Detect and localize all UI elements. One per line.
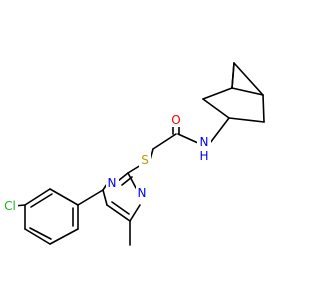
sulfur-label: S (141, 153, 149, 167)
bond (233, 62, 264, 96)
bond (127, 164, 142, 174)
bond (30, 193, 53, 208)
sulfur-atom: S (139, 153, 151, 168)
oxygen-label: O (171, 113, 180, 127)
nitrogen-atom: N H (197, 135, 211, 164)
bond (117, 172, 129, 182)
oxygen-atom: O (169, 112, 182, 127)
bond (127, 172, 137, 189)
norbornyl-group (202, 62, 265, 123)
bond (77, 189, 104, 206)
pyrimidine-ring (102, 172, 141, 246)
chlorophenyl-ring (13, 188, 104, 245)
bond (209, 117, 230, 144)
bond (231, 62, 235, 89)
bond (106, 204, 131, 222)
bond (49, 228, 79, 245)
ring-nitrogen-label: N (108, 176, 117, 190)
amide-nitrogen-label: N (200, 135, 209, 149)
bond (49, 188, 79, 206)
bond (129, 204, 141, 222)
amide-linker (127, 117, 230, 174)
amide-hydrogen-label: H (199, 149, 208, 163)
chlorine-label: Cl (4, 199, 16, 213)
bond (29, 227, 52, 240)
bond (152, 133, 177, 150)
bond (262, 94, 265, 123)
ring-nitrogen-a-atom: N (106, 176, 119, 191)
bond (102, 189, 108, 206)
ring-nitrogen-label: N (138, 186, 147, 200)
chlorine-atom: Cl (2, 198, 18, 213)
bond (111, 201, 130, 215)
bond (24, 228, 51, 245)
bond (202, 98, 230, 119)
atom-labels: O N H S N N Cl (2, 112, 211, 213)
structure-diagram: O N H S N N Cl (2, 62, 265, 246)
bond (202, 87, 233, 100)
bond (177, 133, 199, 144)
ring-nitrogen-b-atom: N (136, 186, 149, 201)
bond (228, 117, 265, 123)
bond (24, 188, 51, 206)
bond (231, 87, 264, 96)
molecule-drawing: O N H S N N Cl (2, 62, 265, 246)
